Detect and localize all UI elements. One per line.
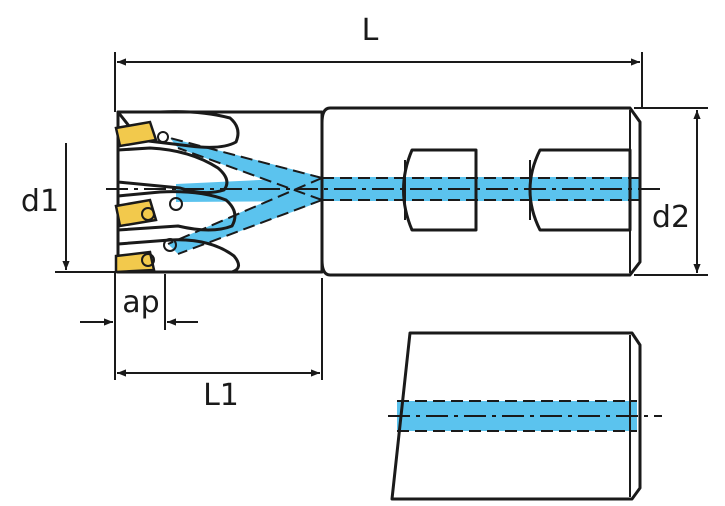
section-view bbox=[388, 331, 662, 501]
insert-3 bbox=[114, 250, 156, 274]
label-L1: L1 bbox=[203, 378, 239, 413]
dimension-L1: L1 bbox=[117, 278, 323, 413]
dimension-L: L bbox=[114, 13, 643, 112]
cutter-head bbox=[114, 110, 324, 274]
insert-2 bbox=[114, 198, 158, 228]
label-ap: ap bbox=[122, 285, 159, 320]
dimension-d1: d1 bbox=[21, 143, 320, 273]
label-d1: d1 bbox=[21, 184, 59, 219]
dimension-ap: ap bbox=[80, 272, 198, 380]
label-L: L bbox=[362, 13, 379, 48]
dimension-d2: d2 bbox=[634, 107, 708, 276]
insert-1 bbox=[114, 120, 158, 148]
label-d2: d2 bbox=[652, 200, 690, 235]
